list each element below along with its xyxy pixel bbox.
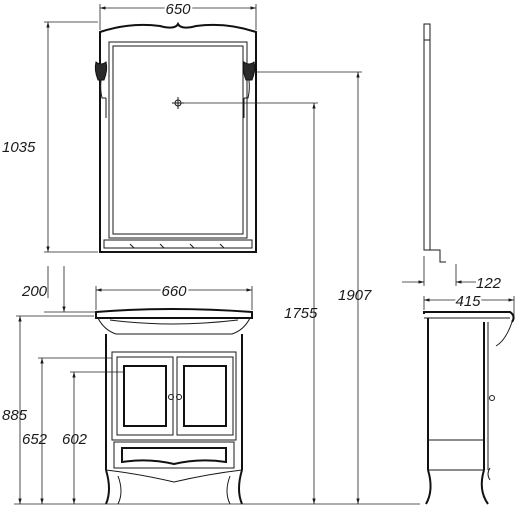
label-602: 602 <box>62 431 88 448</box>
label-1755: 1755 <box>284 305 318 322</box>
label-885: 885 <box>2 407 28 424</box>
label-652: 652 <box>22 431 48 448</box>
vanity-front-view <box>95 308 253 505</box>
vanity-side-view <box>423 311 515 505</box>
dim-660 <box>95 286 253 310</box>
dim-200 <box>44 266 96 313</box>
mirror-front-view <box>99 21 257 253</box>
dim-1035 <box>44 21 98 253</box>
label-650: 650 <box>165 1 191 18</box>
label-200: 200 <box>21 283 48 300</box>
dim-1755 <box>182 102 318 504</box>
dim-122 <box>402 256 476 286</box>
left-lamp <box>94 61 108 118</box>
label-1907: 1907 <box>338 287 372 304</box>
dim-602 <box>70 371 124 504</box>
right-lamp <box>242 61 256 118</box>
dim-650 <box>99 4 257 30</box>
dim-1907 <box>252 71 362 504</box>
dim-415 <box>423 296 515 316</box>
label-415: 415 <box>455 293 481 310</box>
label-1035: 1035 <box>2 139 36 156</box>
mirror-side-view <box>423 23 446 263</box>
label-122: 122 <box>476 275 502 292</box>
dim-652 <box>38 357 112 504</box>
dim-885 <box>16 315 94 504</box>
label-660: 660 <box>161 283 187 300</box>
